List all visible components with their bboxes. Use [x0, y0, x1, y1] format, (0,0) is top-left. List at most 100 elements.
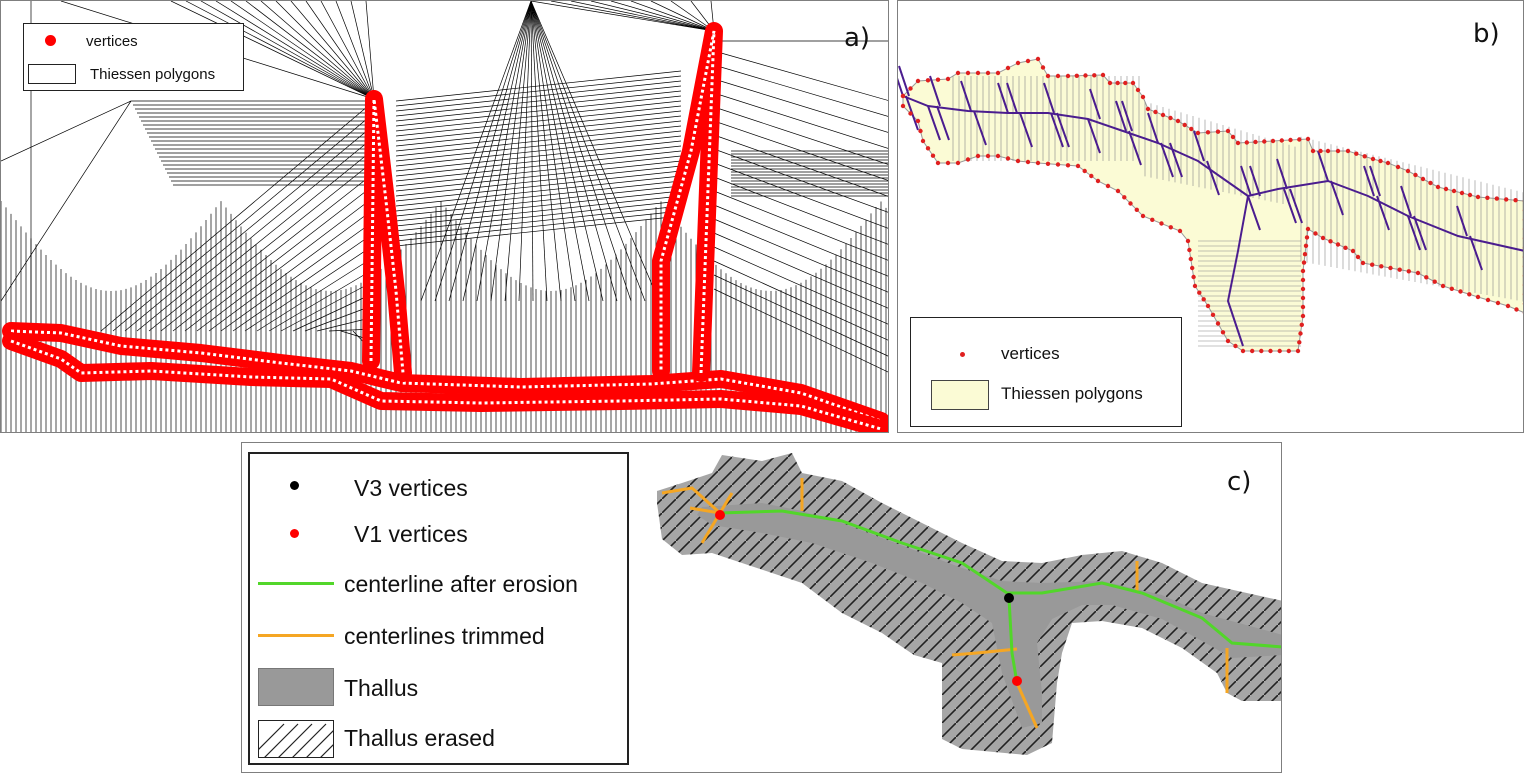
vertex-point — [1235, 140, 1241, 146]
vertex-point — [1233, 343, 1238, 349]
vertex-point — [1513, 198, 1518, 203]
vertex-point — [1378, 158, 1383, 164]
vertex-point — [1302, 252, 1308, 257]
vertex-point — [1451, 188, 1457, 194]
vertex-point — [1188, 256, 1193, 262]
vertex-point — [1522, 293, 1523, 296]
vertex-point — [995, 153, 1001, 159]
vertex-point — [1522, 312, 1523, 314]
vertex-point — [1395, 164, 1401, 170]
legend-vertex-dot-icon — [960, 352, 965, 357]
legend-erased-swatch — [258, 720, 334, 758]
vertex-point — [1015, 60, 1021, 66]
vertex-point — [1428, 180, 1433, 186]
vertex-point — [1201, 297, 1206, 302]
legend-b: vertices Thiessen polygons — [910, 317, 1182, 427]
vertex-point — [1240, 348, 1246, 354]
vertex-point — [945, 76, 951, 82]
vertex-point — [1134, 207, 1139, 212]
vertex-point — [1277, 348, 1282, 354]
centerline-main — [719, 509, 1281, 649]
vertex-point — [1262, 139, 1267, 144]
vertex-point — [1345, 148, 1351, 154]
vertex-point — [1432, 279, 1437, 284]
vertex-point — [1415, 270, 1421, 276]
vertex-point — [1300, 295, 1306, 301]
vertex-point — [1253, 139, 1258, 145]
vertex-point — [918, 128, 923, 134]
vertex-point — [908, 86, 913, 91]
vertex-point — [1335, 148, 1341, 154]
vertex-point — [1424, 275, 1429, 280]
vertex-point — [955, 160, 961, 166]
vertex-point — [1495, 300, 1501, 306]
vertex-point — [1130, 80, 1136, 86]
legend-thallus-label: Thallus — [344, 675, 419, 701]
vertex-point — [1300, 277, 1306, 283]
panel-a-letter: a) — [844, 23, 871, 53]
vertex-point — [1522, 246, 1523, 249]
vertex-point — [1244, 140, 1249, 145]
v3-vertex — [1004, 593, 1014, 603]
panel-c-letter: c) — [1227, 467, 1252, 497]
vertex-point — [1362, 154, 1367, 159]
legend-polygon-swatch — [28, 64, 76, 84]
vertex-point — [945, 160, 951, 166]
vertex-point — [1055, 73, 1061, 79]
legend-c: V3 vertices V1 vertices centerline after… — [248, 452, 629, 765]
vertex-point — [1115, 80, 1120, 86]
vertex-point — [1190, 265, 1195, 271]
vertex-point — [1335, 242, 1341, 247]
vertex-point — [1035, 160, 1041, 166]
vertex-point — [1225, 128, 1231, 134]
legend-centerline-label: centerline after erosion — [344, 571, 578, 597]
vertex-point — [985, 70, 991, 76]
vertex-point — [995, 70, 1001, 76]
thiessen-polygon-area — [902, 58, 1523, 352]
vertex-band — [362, 90, 412, 382]
vertex-point — [1220, 330, 1226, 335]
vertex-point — [1168, 225, 1173, 230]
vertex-point — [955, 70, 961, 76]
vertex-point — [1443, 186, 1449, 192]
legend-vertices-label: vertices — [86, 33, 138, 50]
panel-a: vertices Thiessen polygons a) — [0, 0, 889, 433]
vertex-point — [1005, 156, 1011, 161]
vertex-point — [1514, 307, 1519, 312]
vertex-point — [1286, 348, 1291, 354]
vertex-point — [1195, 130, 1201, 136]
vertex-point — [1095, 178, 1101, 184]
vertex-point — [1295, 348, 1301, 354]
vertex-point — [1128, 201, 1133, 206]
vertex-point — [1145, 106, 1151, 112]
vertex-point — [1505, 303, 1511, 309]
vertex-point — [1074, 73, 1079, 79]
legend-v3-dot-icon — [290, 481, 299, 490]
vertex-point — [935, 160, 941, 166]
vertex-point — [1230, 134, 1236, 140]
centerline-branch — [1007, 597, 1019, 684]
vertex-point — [1025, 159, 1031, 165]
vertex-point — [1485, 297, 1491, 303]
vertex-point — [1522, 228, 1523, 230]
vertex-point — [1298, 331, 1303, 336]
legend-trimmed-label: centerlines trimmed — [344, 623, 545, 649]
vertex-point — [1040, 65, 1046, 70]
vertex-point — [1123, 80, 1128, 86]
vertex-band-interior — [369, 98, 405, 374]
legend-v3-label: V3 vertices — [354, 475, 468, 501]
vertex-point — [1385, 160, 1391, 166]
vertex-point — [908, 111, 913, 116]
vertex-band-interior — [10, 329, 882, 423]
vertex-point — [1300, 268, 1306, 274]
vertex-point — [1075, 163, 1081, 169]
vertex-point — [975, 153, 981, 159]
legend-vertex-dot-icon — [45, 35, 56, 46]
vertex-point — [1360, 260, 1366, 266]
vertex-point — [1191, 274, 1196, 280]
vertex-point — [1045, 73, 1051, 79]
vertex-point — [1301, 260, 1307, 265]
vertex-point — [1205, 303, 1211, 309]
vertex-point — [1300, 313, 1306, 319]
vertex-point — [1065, 163, 1071, 168]
